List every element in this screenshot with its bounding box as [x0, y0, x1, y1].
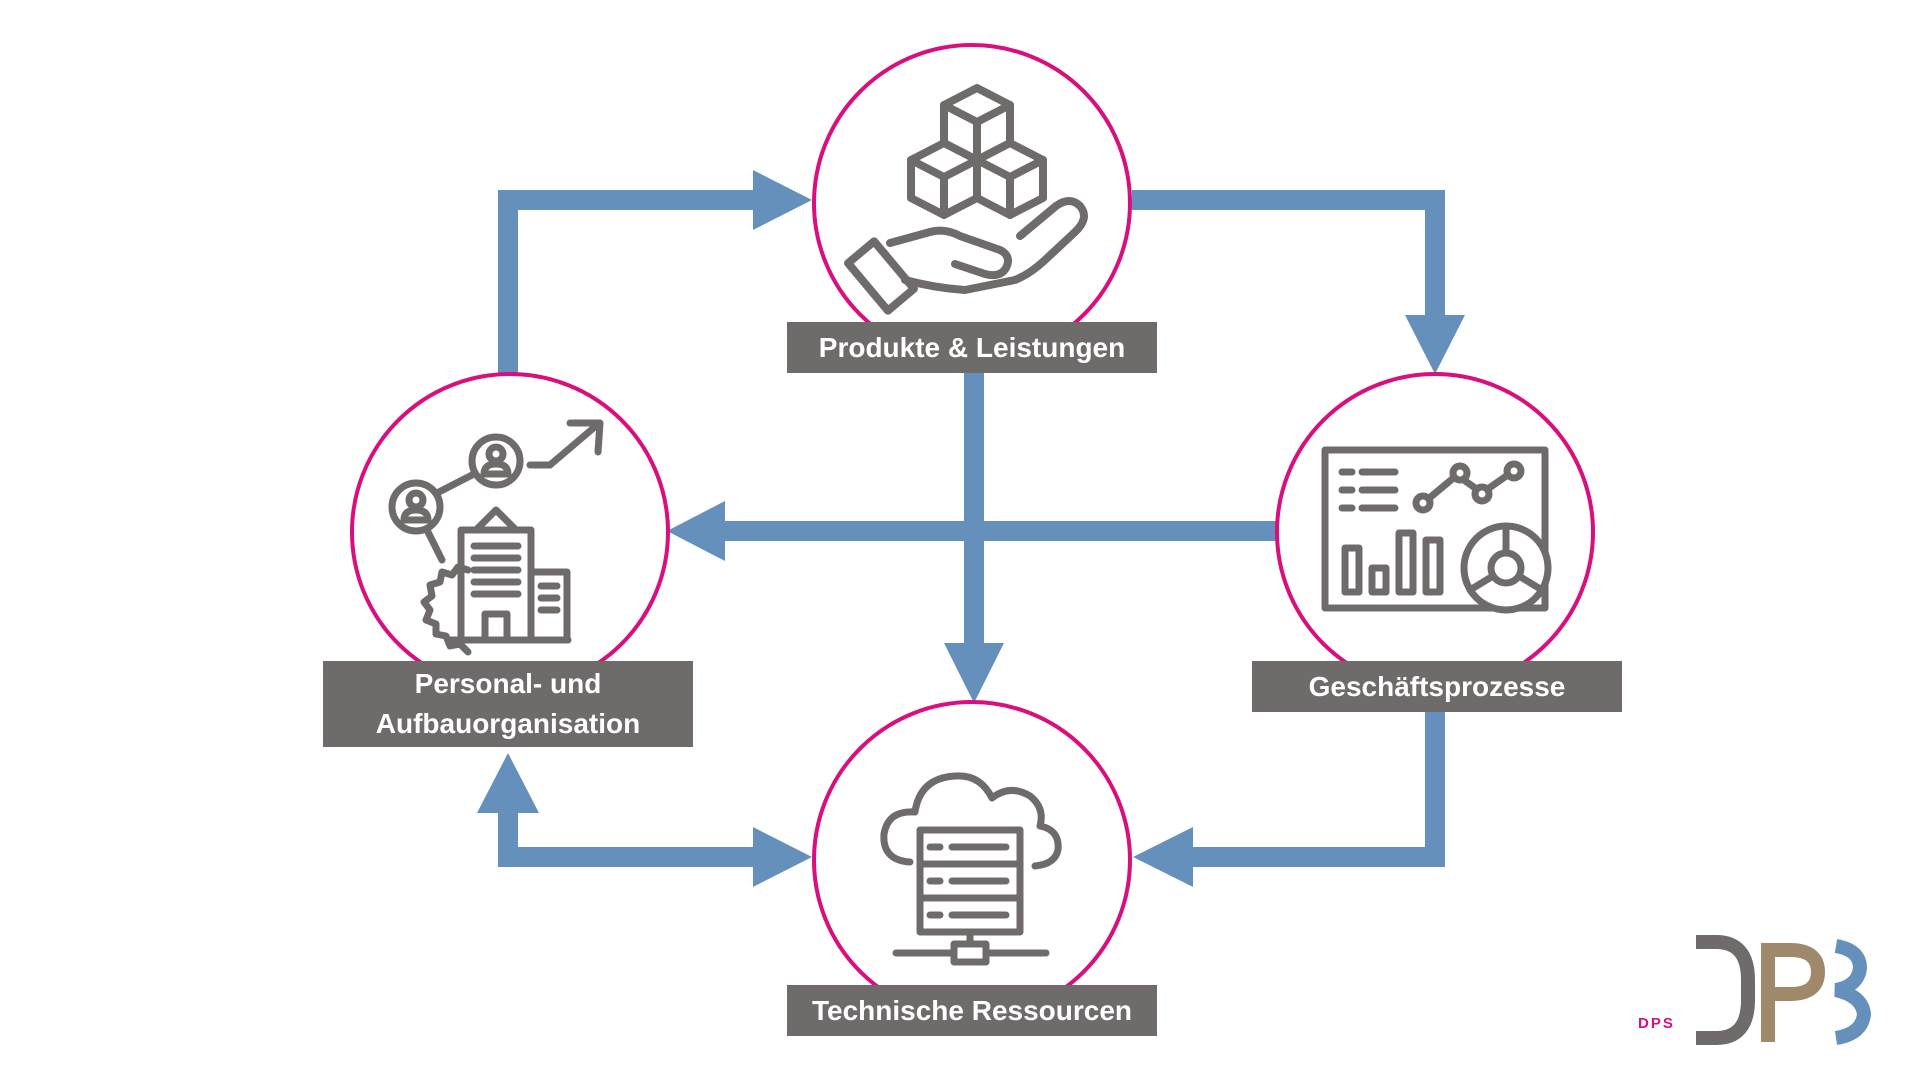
arrow-personal-technik-bidirectional — [477, 753, 812, 887]
arrow-personal-to-produkte — [498, 170, 812, 375]
arrows — [477, 170, 1465, 887]
label-personal: Personal- und Aufbauorganisation — [323, 661, 693, 747]
cloud-server-network-icon — [880, 772, 1062, 966]
logo-letter-s — [1834, 939, 1872, 1045]
dashboard-analytics-icon — [1321, 446, 1552, 614]
label-personal-line1: Personal- und — [414, 668, 602, 699]
logo-letter-p — [1761, 943, 1826, 1042]
label-geschaeftsprozesse: Geschäftsprozesse — [1252, 661, 1622, 712]
logo-text: DPS — [1638, 1015, 1675, 1032]
label-technik-text: Technische Ressourcen — [811, 994, 1133, 1026]
dps-logo-mark — [1696, 935, 1872, 1045]
arrow-geschaeft-to-personal — [667, 501, 1280, 561]
hand-holding-cubes-icon — [844, 84, 1088, 315]
arrow-produkte-to-geschaeft — [1132, 190, 1465, 374]
organization-people-building-icon — [388, 419, 604, 656]
label-produkte-text: Produkte & Leistungen — [818, 331, 1126, 363]
label-produkte: Produkte & Leistungen — [787, 322, 1157, 373]
label-technik: Technische Ressourcen — [787, 985, 1157, 1036]
arrow-geschaeft-to-technik — [1133, 712, 1445, 887]
label-geschaeft-text: Geschäftsprozesse — [1308, 670, 1566, 702]
circle-technik — [812, 700, 1132, 1020]
label-personal-line2: Aufbauorganisation — [375, 708, 641, 739]
logo-letter-d — [1696, 935, 1755, 1045]
arrow-produkte-to-technik — [944, 373, 1004, 703]
